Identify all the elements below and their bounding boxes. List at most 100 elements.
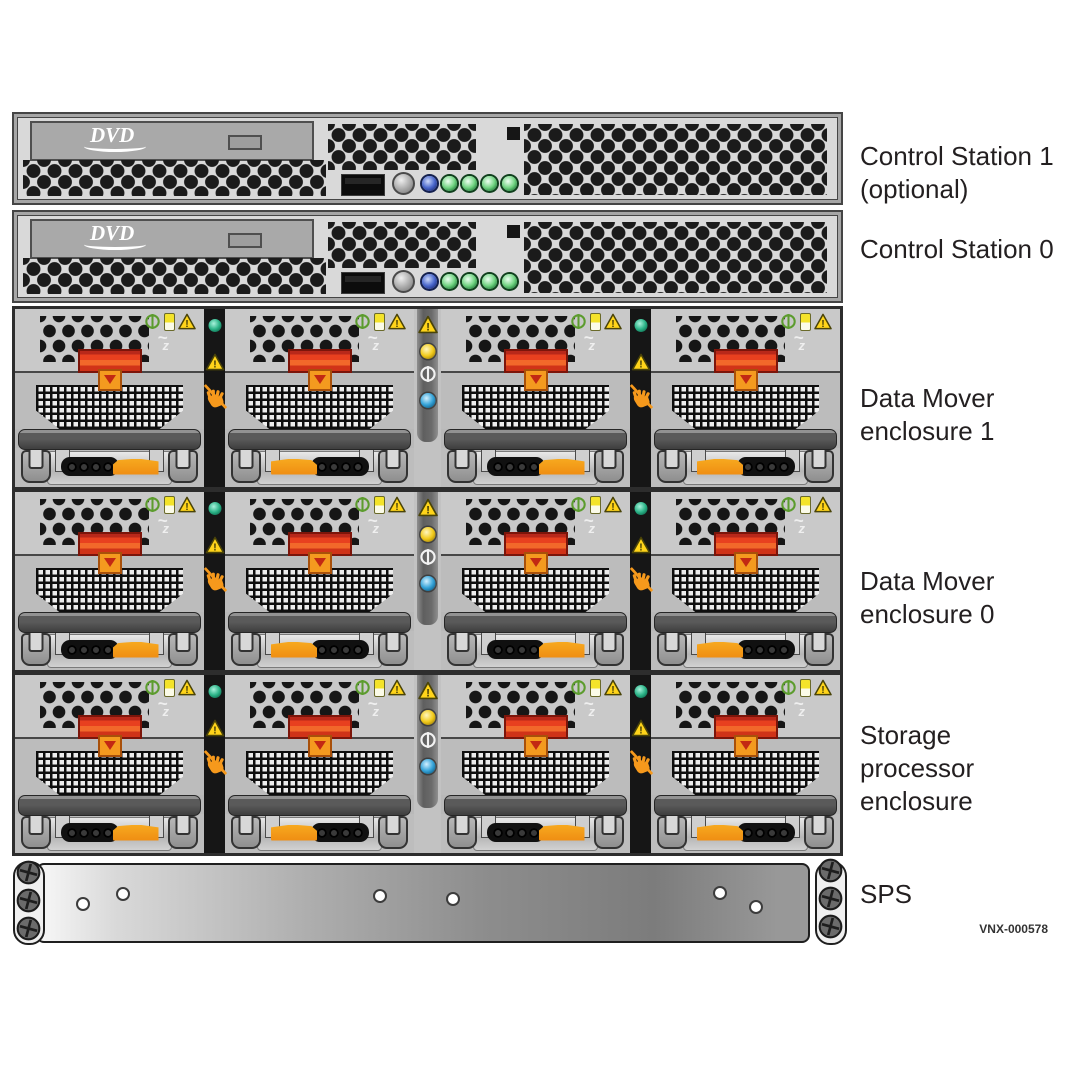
screw	[16, 916, 40, 940]
warning-triangle-icon: !	[178, 496, 197, 513]
dvd-eject-button	[228, 233, 262, 248]
cable-connector-group	[60, 457, 159, 476]
module-status-icons: !	[144, 679, 197, 697]
warning-triangle-icon: !	[417, 498, 438, 516]
activity-led	[420, 759, 435, 774]
cable-connector	[736, 823, 795, 842]
warning-triangle-icon: !	[631, 536, 650, 554]
pull-handle	[271, 459, 317, 475]
cable-connector	[486, 457, 545, 476]
module-lower-panel	[441, 810, 630, 853]
svg-text:!: !	[822, 502, 825, 513]
cable-connector	[486, 823, 545, 842]
power-icon	[781, 314, 797, 329]
module-divider-strip: !	[629, 675, 653, 853]
cable-connector-group	[697, 640, 795, 659]
data-mover-module: ! ~z	[225, 309, 414, 487]
module-upper-panel: ! ~z	[225, 492, 414, 574]
fault-led-icon	[800, 679, 812, 697]
cable-connector-group	[271, 640, 369, 659]
label-data-mover-enclosure-1: Data Mover enclosure 1	[860, 383, 995, 446]
reset-pinhole	[507, 225, 520, 238]
mounting-hole	[116, 887, 130, 901]
power-icon	[145, 314, 161, 329]
pull-handle	[112, 458, 159, 475]
fault-led-icon	[374, 679, 386, 697]
warning-triangle-icon: !	[388, 313, 407, 330]
activity-led	[420, 393, 435, 408]
do-not-touch-icon	[203, 567, 227, 593]
fault-led	[420, 527, 435, 542]
data-mover-module: ! ~z	[441, 492, 630, 670]
svg-text:!: !	[639, 726, 642, 737]
svg-text:!: !	[426, 321, 430, 333]
mounting-hook	[804, 450, 835, 483]
mounting-hook	[168, 816, 199, 849]
mounting-hook	[656, 633, 687, 666]
module-status-icons: !	[354, 313, 407, 331]
impedance-icon: ~z	[157, 328, 170, 353]
midplane-connector	[671, 751, 820, 795]
module-upper-panel: ! ~z	[15, 309, 204, 391]
module-upper-panel: ! ~z	[15, 675, 204, 757]
power-icon	[355, 497, 371, 512]
dvd-logo-swoosh	[84, 141, 146, 152]
svg-text:!: !	[822, 685, 825, 696]
vent-holes	[23, 160, 326, 196]
latch-arrow	[307, 552, 332, 574]
warning-triangle-icon: !	[417, 681, 438, 699]
warning-triangle-icon: !	[388, 679, 407, 696]
data-mover-module: ! ~z	[441, 675, 630, 853]
svg-text:!: !	[426, 687, 430, 699]
module-upper-panel: ! ~z	[441, 309, 630, 391]
power-icon	[419, 549, 436, 565]
enclosure-status-column: !	[414, 309, 441, 487]
handle-bar	[444, 612, 627, 633]
screw	[818, 914, 842, 938]
midplane-connector	[671, 385, 820, 429]
svg-text:!: !	[186, 319, 189, 330]
reset-pinhole	[507, 127, 520, 140]
module-status-icons: !	[354, 679, 407, 697]
power-icon	[419, 366, 436, 382]
fault-led-icon	[590, 496, 602, 514]
handle-bar	[18, 795, 201, 816]
handle-bar	[654, 612, 837, 633]
module-connector-panel	[441, 373, 630, 429]
cable-connector-group	[697, 823, 795, 842]
cable-connector-group	[271, 457, 369, 476]
data-mover-module: ! ~z	[651, 492, 840, 670]
fault-led-icon	[374, 313, 386, 331]
label-control-station-0: Control Station 0	[860, 234, 1054, 264]
cable-connector	[60, 823, 119, 842]
handle-bar	[228, 795, 411, 816]
impedance-icon: ~z	[793, 511, 806, 536]
mounting-hook	[378, 633, 409, 666]
data-mover-module: ! ~z	[225, 492, 414, 670]
mounting-hook	[656, 450, 687, 483]
cable-connector-group	[60, 640, 159, 659]
figure-id: VNX-000578	[979, 922, 1048, 936]
data-mover-module: ! ~z	[441, 309, 630, 487]
impedance-icon: ~z	[793, 694, 806, 719]
data-mover-module: ! ~z	[651, 309, 840, 487]
module-upper-panel: ! ~z	[225, 309, 414, 391]
handle-bar	[444, 429, 627, 450]
cable-connector	[60, 457, 119, 476]
module-lower-panel	[441, 444, 630, 487]
usb-port	[341, 272, 385, 294]
svg-text:!: !	[213, 543, 216, 554]
power-icon	[781, 680, 797, 695]
impedance-icon: ~z	[367, 328, 380, 353]
midplane-connector	[35, 385, 184, 429]
midplane-connector	[245, 751, 394, 795]
green-status-led	[442, 176, 457, 191]
vent-holes	[328, 222, 476, 268]
fault-led-icon	[800, 496, 812, 514]
status-led	[634, 319, 647, 332]
module-lower-panel	[651, 444, 840, 487]
pull-handle	[271, 642, 317, 658]
fault-led-icon	[590, 679, 602, 697]
handle-bar	[18, 612, 201, 633]
module-upper-panel: ! ~z	[225, 675, 414, 757]
